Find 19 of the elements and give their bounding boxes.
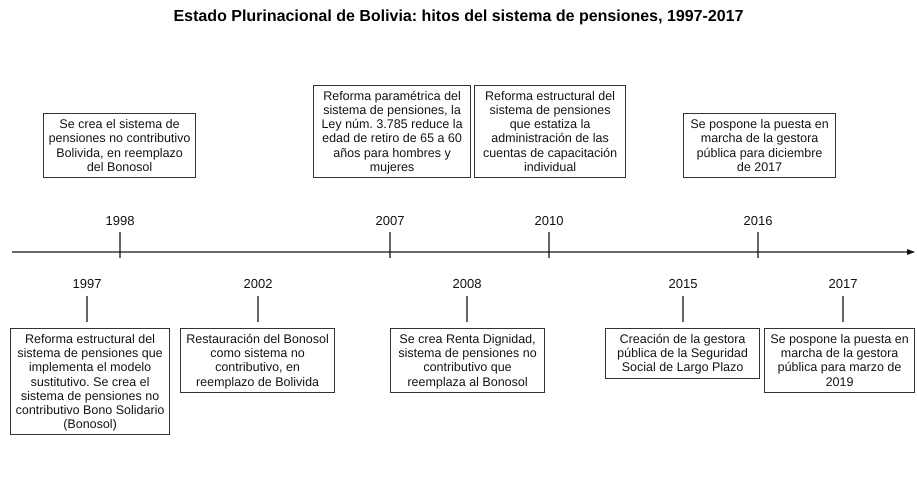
year-label: 2007 [374,213,406,228]
milestone-box: Reforma paramétrica del sistema de pensiones, la Ley núm. 3.785 reduce la edad de retiro de 65 a 60 años para hombres y mujeres [313,84,471,178]
year-label: 2015 [668,276,698,291]
year-label: 1998 [104,213,136,228]
year-label: 2008 [452,276,482,291]
milestone-box: Restauración del Bonosol como sistema no contributivo, en reemplazo de Bolivida [180,328,335,393]
year-label: 1997 [72,276,102,291]
year-label: 2002 [242,276,274,291]
milestone-box: Reforma estructural del sistema de pensiones que implementa el modelo sustitutivo. Se crea el sistema de pensiones no contributivo Bono Solidario (Bonosol) [10,328,170,436]
chart-title: Estado Plurinacional de Bolivia: hitos del sistema de pensiones, 1997-2017 [172,8,744,26]
year-label: 2010 [534,213,564,228]
milestone-box: Creación de la gestora pública de la Seguridad Social de Largo Plazo [605,328,760,379]
milestone-box: Se pospone la puesta en marcha de la gestora pública para marzo de 2019 [764,328,915,393]
year-label: 2017 [828,276,858,291]
milestone-box: Se pospone la puesta en marcha de la gestora pública para diciembre de 2017 [683,113,836,178]
milestone-box: Reforma estructural del sistema de pensiones que estatiza la administración de las cuentas de capacitación individual [474,84,626,178]
year-label: 2016 [742,213,774,228]
milestone-box: Se crea el sistema de pensiones no contributivo Bolivida, en reemplazo del Bonosol [43,113,196,178]
milestone-box: Se crea Renta Dignidad, sistema de pensiones no contributivo que reemplaza al Bonosol [390,328,545,393]
